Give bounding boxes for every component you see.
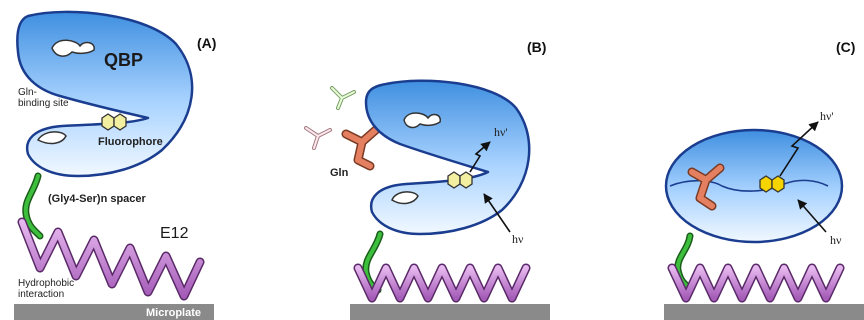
e12-helix-b (358, 268, 526, 298)
fluorophore-label: Fluorophore (98, 136, 163, 148)
gln-molecule-large-fill (346, 128, 378, 166)
panel-b-label: (B) (527, 39, 546, 55)
emission-label-b: hν' (494, 125, 508, 139)
gln-label: Gln (330, 167, 349, 179)
panel-a-label: (A) (197, 35, 216, 51)
panel-c-label: (C) (836, 39, 855, 55)
panel-b: (B) Gln hν' hν (306, 39, 550, 320)
binding-site-label-line2: binding site (18, 98, 69, 109)
panel-c: (C) hν' hν (664, 39, 864, 320)
gln-molecule-small-1-fill (332, 88, 354, 108)
qbp-label: QBP (104, 50, 143, 70)
panel-a: (A) QBP Gln- binding site Fluorophore (G… (14, 12, 216, 320)
qbp-protein-open-b (366, 81, 529, 234)
excitation-label-c: hν (830, 233, 842, 247)
microplate-b (350, 304, 550, 320)
hydrophobic-label-line2: interaction (18, 289, 64, 300)
spacer-label: (Gly4-Ser)n spacer (48, 193, 147, 205)
qbp-protein-closed (666, 130, 842, 242)
microplate-c (664, 304, 864, 320)
microplate-label: Microplate (146, 307, 201, 319)
emission-label-c: hν' (820, 109, 834, 123)
e12-label: E12 (160, 225, 189, 242)
gln-molecule-small-2-fill (306, 128, 330, 148)
hydrophobic-label-line1: Hydrophobic (18, 278, 74, 289)
qbp-protein-open (17, 12, 192, 176)
e12-helix-c (672, 268, 840, 298)
binding-site-label-line1: Gln- (18, 87, 37, 98)
excitation-label-b: hν (512, 232, 524, 246)
